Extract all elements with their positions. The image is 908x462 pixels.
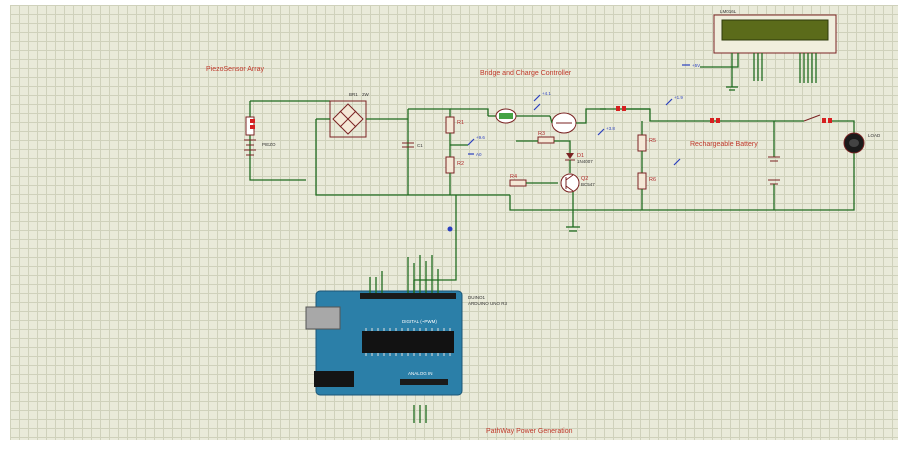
svg-text:LM016L: LM016L xyxy=(720,9,737,14)
svg-text:A0: A0 xyxy=(476,152,482,157)
svg-text:+3.8: +3.8 xyxy=(606,126,615,131)
bridge-label: BR1 xyxy=(349,92,358,97)
load-switch[interactable] xyxy=(774,114,855,133)
load-lamp[interactable]: LOAD xyxy=(509,132,881,211)
capacitor-c1[interactable]: C1 xyxy=(402,109,423,195)
resistor-divider-right[interactable]: R5 R6 xyxy=(637,121,656,210)
schematic-svg: PiezoSensor Array Bridge and Charge Cont… xyxy=(206,9,881,435)
svg-text:D1: D1 xyxy=(577,153,584,159)
schematic-canvas[interactable]: PiezoSensor Array Bridge and Charge Cont… xyxy=(10,5,898,440)
panel-section-title: PiezoSensor Array xyxy=(206,66,264,73)
bridge-section-title: Bridge and Charge Controller xyxy=(480,70,572,77)
lcd-display[interactable]: LM016L xyxy=(700,9,837,91)
bridge-rectifier[interactable]: BR1 2W xyxy=(315,92,510,196)
svg-text:DUINO1: DUINO1 xyxy=(468,295,485,300)
svg-text:R5: R5 xyxy=(649,138,656,144)
svg-text:R6: R6 xyxy=(649,177,656,183)
battery-section-title: Rechargeable Battery xyxy=(690,141,758,148)
svg-text:PIEZO: PIEZO xyxy=(262,142,276,147)
arduino-uno[interactable]: DIGITAL (~PWM) ANALOG IN DUINO1 ARDUINO … xyxy=(305,226,508,424)
transistor-q2[interactable]: Q2 BC547 R4 xyxy=(509,173,595,232)
relay[interactable]: R3 xyxy=(516,108,650,155)
svg-text:ANALOG IN: ANALOG IN xyxy=(408,371,433,376)
piezo-sensor-array[interactable]: PIEZO xyxy=(244,100,330,181)
svg-text:1N4007: 1N4007 xyxy=(577,159,593,164)
svg-text:Q2: Q2 xyxy=(581,176,588,182)
svg-text:2W: 2W xyxy=(362,92,370,97)
svg-text:R3: R3 xyxy=(538,131,545,137)
svg-text:R4: R4 xyxy=(510,174,517,180)
svg-text:R1: R1 xyxy=(457,120,464,126)
diagram-title: PathWay Power Generation xyxy=(486,428,573,435)
svg-text:BC547: BC547 xyxy=(581,182,595,187)
svg-text:+1.9: +1.9 xyxy=(674,95,683,100)
diode-d1[interactable]: D1 1N4007 xyxy=(565,153,593,173)
voltage-probe: +9.6 A0 +4.1 +3.8 +1.9 +5V xyxy=(467,63,700,166)
ammeter[interactable] xyxy=(488,108,550,124)
svg-text:+4.1: +4.1 xyxy=(542,91,551,96)
svg-text:LOAD: LOAD xyxy=(868,133,881,138)
rechargeable-battery[interactable] xyxy=(710,118,780,210)
svg-text:ARDUINO UNO R3: ARDUINO UNO R3 xyxy=(468,301,508,306)
svg-text:+9.6: +9.6 xyxy=(476,135,485,140)
svg-text:+5V: +5V xyxy=(692,63,700,68)
svg-text:DIGITAL (~PWM): DIGITAL (~PWM) xyxy=(402,319,437,324)
svg-text:R2: R2 xyxy=(457,161,464,167)
voltage-divider[interactable]: R1 R2 xyxy=(414,116,468,281)
svg-text:C1: C1 xyxy=(417,143,423,148)
